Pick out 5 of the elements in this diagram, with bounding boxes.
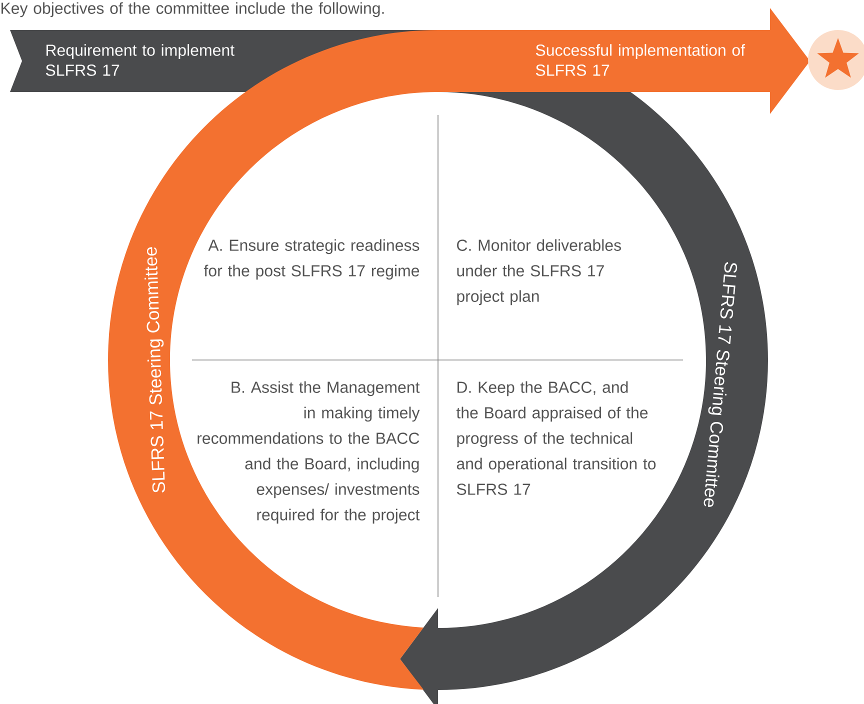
quadrant-text: C. Monitor deliverables under the SLFRS 17 project plan [457,239,621,306]
quadrant-text: A. Ensure strategic readiness for the post SLFRS 17 regime [204,239,420,280]
quadrant-text: D. Keep the BACC, and the Board appraised of the progress of the technical and operational transition to SLFRS 17 [456,381,656,495]
quadrant-text: B. Assist the Management in making timely recommendations to the BACC and the Board, including expenses/ investments required for the project [198,381,420,524]
star-badge [808,30,864,90]
